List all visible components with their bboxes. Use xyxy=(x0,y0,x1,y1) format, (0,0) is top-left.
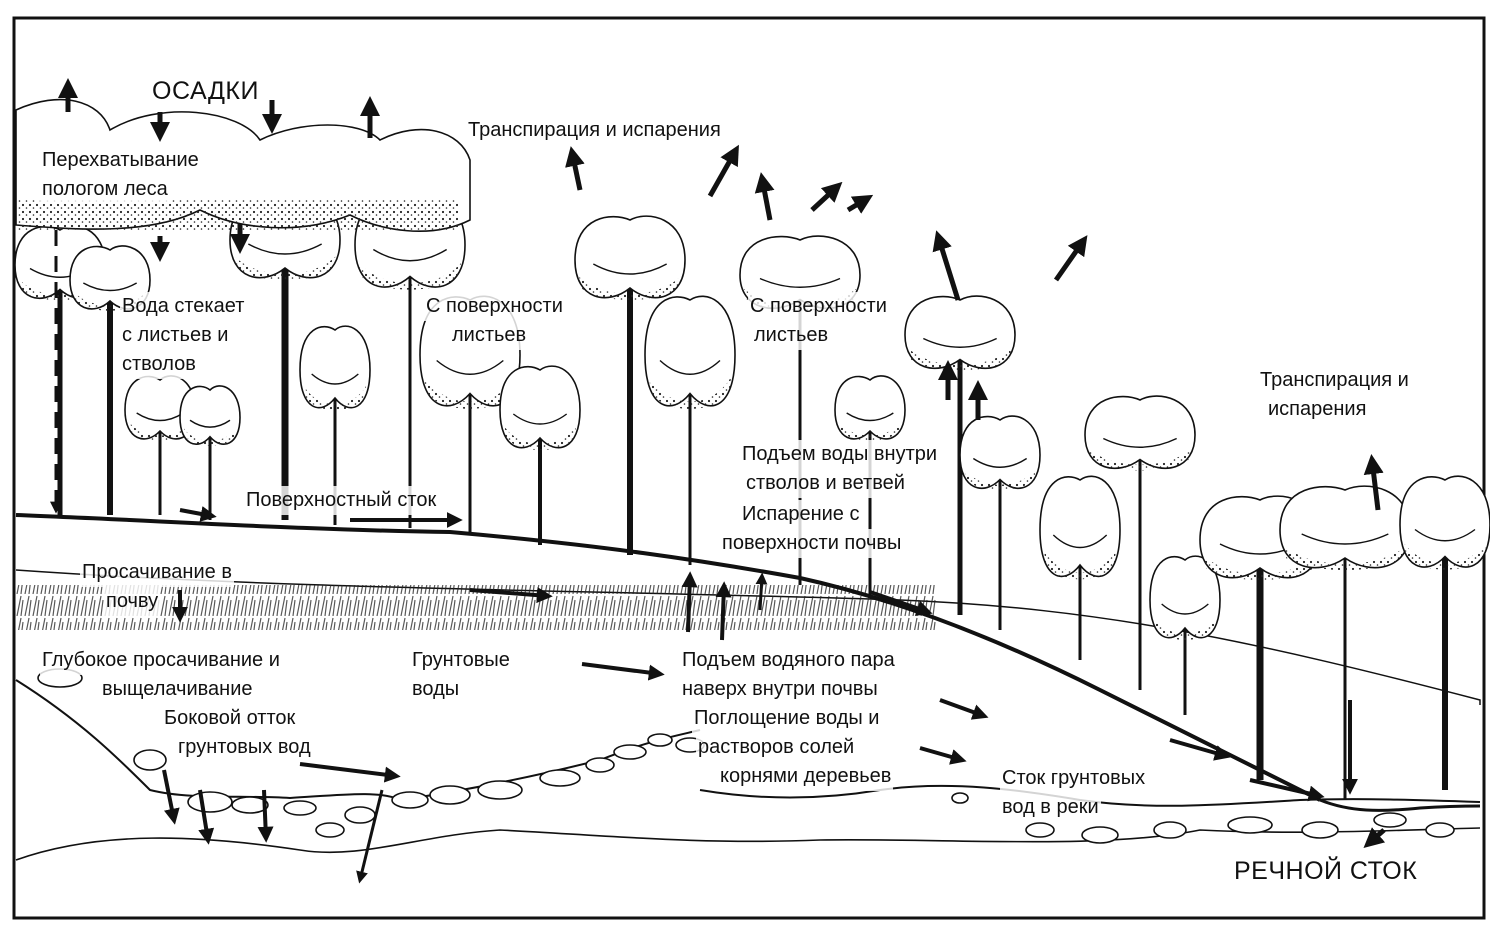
label-root-uptake-2: растворов солей xyxy=(696,733,856,762)
label-transpiration-top: Транспирация и испарения xyxy=(466,116,723,145)
label-interception-1: Перехватывание xyxy=(40,146,201,175)
label-deep-percolation-2: выщелачивание xyxy=(100,675,255,704)
label-groundwater-to-river-2: вод в реки xyxy=(1000,793,1101,822)
label-leaf-surface-b-1: С поверхности xyxy=(748,292,889,321)
label-leaf-surface-a-2: листьев xyxy=(450,321,528,350)
label-vapor-rise-1: Подъем водяного пара xyxy=(680,646,897,675)
label-soil-evaporation-1: Испарение с xyxy=(740,500,861,529)
label-root-uptake-1: Поглощение воды и xyxy=(692,704,881,733)
label-leaf-surface-a-1: С поверхности xyxy=(424,292,565,321)
label-vapor-rise-2: наверх внутри почвы xyxy=(680,675,880,704)
label-transpiration-right-1: Транспирация и xyxy=(1258,366,1411,395)
label-groundwater-to-river-1: Сток грунтовых xyxy=(1000,764,1147,793)
label-soil-evaporation-2: поверхности почвы xyxy=(720,529,903,558)
label-groundwater-1: Грунтовые xyxy=(410,646,512,675)
label-transpiration-right-2: испарения xyxy=(1266,395,1368,424)
label-interception-2: пологом леса xyxy=(40,175,170,204)
label-surface-runoff: Поверхностный сток xyxy=(244,486,438,515)
label-deep-percolation-1: Глубокое просачивание и xyxy=(40,646,282,675)
label-leaf-surface-b-2: листьев xyxy=(752,321,830,350)
label-infiltration-2: почву xyxy=(104,587,160,616)
label-stemflow-3: стволов xyxy=(120,350,198,379)
label-stemflow-1: Вода стекает xyxy=(120,292,246,321)
label-rise-in-trunks-2: стволов и ветвей xyxy=(744,469,907,498)
label-lateral-outflow-1: Боковой отток xyxy=(162,704,297,733)
label-stemflow-2: с листьев и xyxy=(120,321,230,350)
label-river-runoff: РЕЧНОЙ СТОК xyxy=(1232,856,1419,886)
label-root-uptake-3: корнями деревьев xyxy=(718,762,893,791)
label-rise-in-trunks-1: Подъем воды внутри xyxy=(740,440,939,469)
label-infiltration-1: Просачивание в xyxy=(80,558,234,587)
label-groundwater-2: воды xyxy=(410,675,461,704)
label-lateral-outflow-2: грунтовых вод xyxy=(176,733,313,762)
label-precipitation: ОСАДКИ xyxy=(150,76,261,106)
